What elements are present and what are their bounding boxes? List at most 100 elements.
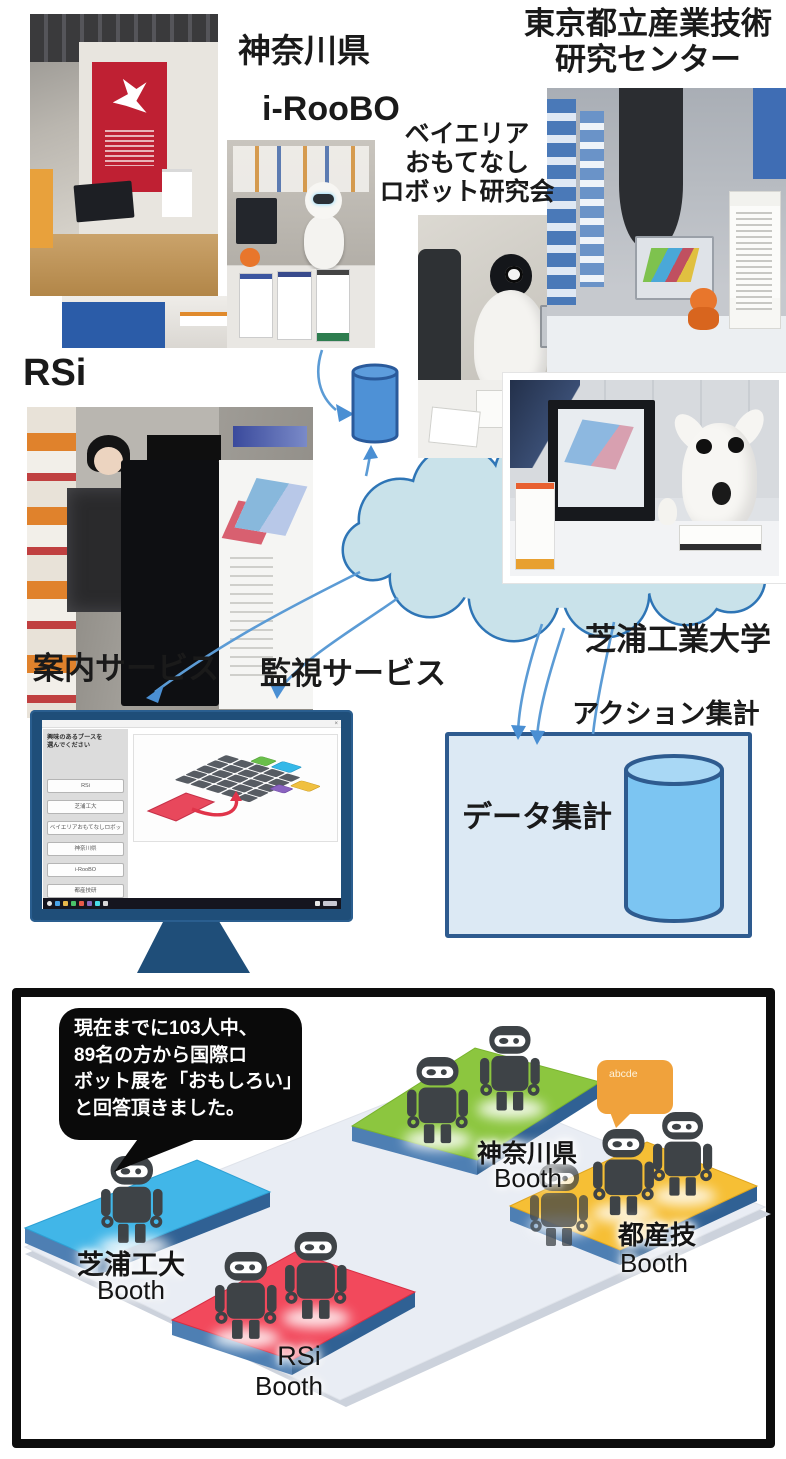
survey-line3: ボット展を「おもしろい」: [74, 1071, 303, 1092]
floor-map-graphic: [146, 755, 321, 822]
guide-app-floor-map: [133, 734, 338, 842]
booth-label-tosangi-word: Booth: [620, 1248, 688, 1278]
booth-label-kanagawa-word: Booth: [494, 1163, 562, 1193]
database-cylinder-large: [624, 754, 724, 923]
sign-black: [147, 434, 222, 463]
taskbar-icon[interactable]: [63, 901, 68, 906]
label-bayarea-line3: ロボット研究会: [379, 178, 555, 206]
arrow-cloud-to-cylinder: [364, 451, 373, 477]
map-red-arrowhead: [230, 791, 242, 801]
label-action-aggregation: アクション集計: [572, 699, 760, 729]
blue-partition: [62, 302, 165, 348]
data-aggregation-box: データ集計: [445, 732, 752, 938]
orange-robot: [240, 248, 260, 267]
monitor-stand: [137, 922, 250, 973]
person-silhouette: [618, 88, 684, 248]
taskbar-icon[interactable]: [87, 901, 92, 906]
label-rsi: RSi: [23, 352, 87, 394]
database-cylinder-small: [351, 363, 399, 444]
guide-app-prompt-line2: 選んでください: [47, 741, 91, 749]
guide-app-booth-button[interactable]: 都産技研: [47, 884, 124, 898]
guide-app-booth-button[interactable]: 芝浦工大: [47, 800, 124, 814]
map-grid-tiles: [175, 755, 321, 802]
banner: [580, 110, 605, 288]
geisha-face: [94, 447, 123, 476]
small-poster: [161, 169, 192, 218]
hanging-poster: [515, 481, 556, 571]
window-titlebar: ×: [42, 720, 341, 728]
map-booth-cyan[interactable]: [271, 761, 302, 773]
laptop-map: [643, 247, 700, 282]
photo-rsi-booth: [27, 407, 313, 718]
taskbar-clock[interactable]: [323, 901, 337, 906]
map-booth-red-plate[interactable]: [146, 792, 216, 822]
guide-app-booth-button[interactable]: RSi: [47, 779, 124, 793]
guide-app-booth-button[interactable]: 神奈川県: [47, 842, 124, 856]
rabbit-robot-spot: [711, 481, 731, 506]
guide-service-monitor: × 興味のあるブースを 選んでください RSi 芝浦工大 ベイエリアおもてなしロ…: [30, 710, 353, 973]
small-robot: [657, 497, 677, 526]
survey-line1: 現在までに103人中、: [74, 1018, 258, 1039]
arrow-cloud-to-data2: [535, 627, 566, 739]
laptop-icon: [235, 198, 278, 244]
label-bayarea-line1: ベイエリア: [404, 120, 530, 148]
taskbar-icon[interactable]: [315, 901, 320, 906]
label-kanagawa-pref: 神奈川県: [238, 32, 370, 69]
survey-bubble-text: 現在までに103人中、 89名の方から国際ロ ボット展を「おもしろい」 と回答頂…: [74, 1016, 303, 1122]
booth-label-rsi-word: Booth: [255, 1371, 323, 1401]
blue-banner: [232, 425, 308, 448]
label-tokyo-center: 東京都立産業技術 研究センター: [512, 6, 784, 78]
guide-app-prompt-line1: 興味のあるブースを: [47, 734, 103, 741]
label-guide-service: 案内サービス: [33, 651, 219, 686]
booth-label-rsi: RSi: [277, 1341, 321, 1371]
blue-panel: [752, 88, 786, 180]
photo-iroobo-booth: [227, 140, 375, 348]
banner: [547, 99, 576, 305]
iroobo-robot-visor: [312, 194, 334, 205]
rabbit-robot-eye: [727, 436, 744, 453]
name-card: [427, 406, 480, 448]
abcde-bubble-text: abcde: [609, 1068, 638, 1080]
robot-base: [679, 525, 763, 551]
map-booth-purple[interactable]: [269, 784, 294, 794]
taskbar-icon[interactable]: [55, 901, 60, 906]
booth-label-shibaura-word: Booth: [97, 1275, 165, 1305]
label-iroobo: i-RooBO: [262, 90, 400, 128]
rabbit-robot-body: [682, 423, 758, 533]
poster-text-lines: [105, 126, 155, 167]
taskbar-icon[interactable]: [71, 901, 76, 906]
map-booth-green[interactable]: [250, 756, 277, 766]
label-bayarea: ベイエリア おもてなし ロボット研究会: [377, 120, 557, 207]
photo-shibaura-booth: [503, 373, 786, 583]
booth-label-kanagawa: 神奈川県: [476, 1140, 578, 1168]
photo-tosangi-booth: [547, 88, 786, 373]
label-monitor-service: 監視サービス: [260, 656, 446, 691]
pamphlet: [315, 268, 351, 342]
orange-robot-base: [688, 307, 720, 331]
pamphlet: [277, 271, 312, 340]
booth-label-tosangi: 都産技: [617, 1220, 697, 1250]
guide-app-prompt: 興味のあるブースを 選んでください: [47, 734, 124, 749]
laptop-icon: [73, 180, 135, 223]
taskbar-icon[interactable]: [79, 901, 84, 906]
guide-app-booth-button[interactable]: i-RooBO: [47, 863, 124, 877]
iroobo-robot-body: [303, 214, 344, 269]
yellow-panel: [30, 169, 53, 249]
start-icon[interactable]: [47, 901, 52, 906]
robot-eye: [505, 266, 523, 284]
map-booth-yellow[interactable]: [290, 780, 321, 792]
windows-taskbar[interactable]: [43, 898, 341, 909]
label-tokyo-center-line1: 東京都立産業技術: [524, 6, 772, 41]
window-close-icon[interactable]: ×: [334, 721, 338, 727]
poster-lines: [735, 207, 772, 311]
label-tokyo-center-line2: 研究センター: [555, 42, 741, 77]
taskbar-icon[interactable]: [103, 901, 108, 906]
orange-speech-bubble: [597, 1060, 673, 1128]
photo-kanagawa-booth: [30, 14, 218, 296]
rabbit-robot-eye: [695, 438, 712, 455]
chair-silhouette: [418, 249, 461, 400]
poster-row: [232, 146, 370, 192]
taskbar-icon[interactable]: [95, 901, 100, 906]
booth-label-shibaura: 芝浦工大: [77, 1250, 185, 1280]
